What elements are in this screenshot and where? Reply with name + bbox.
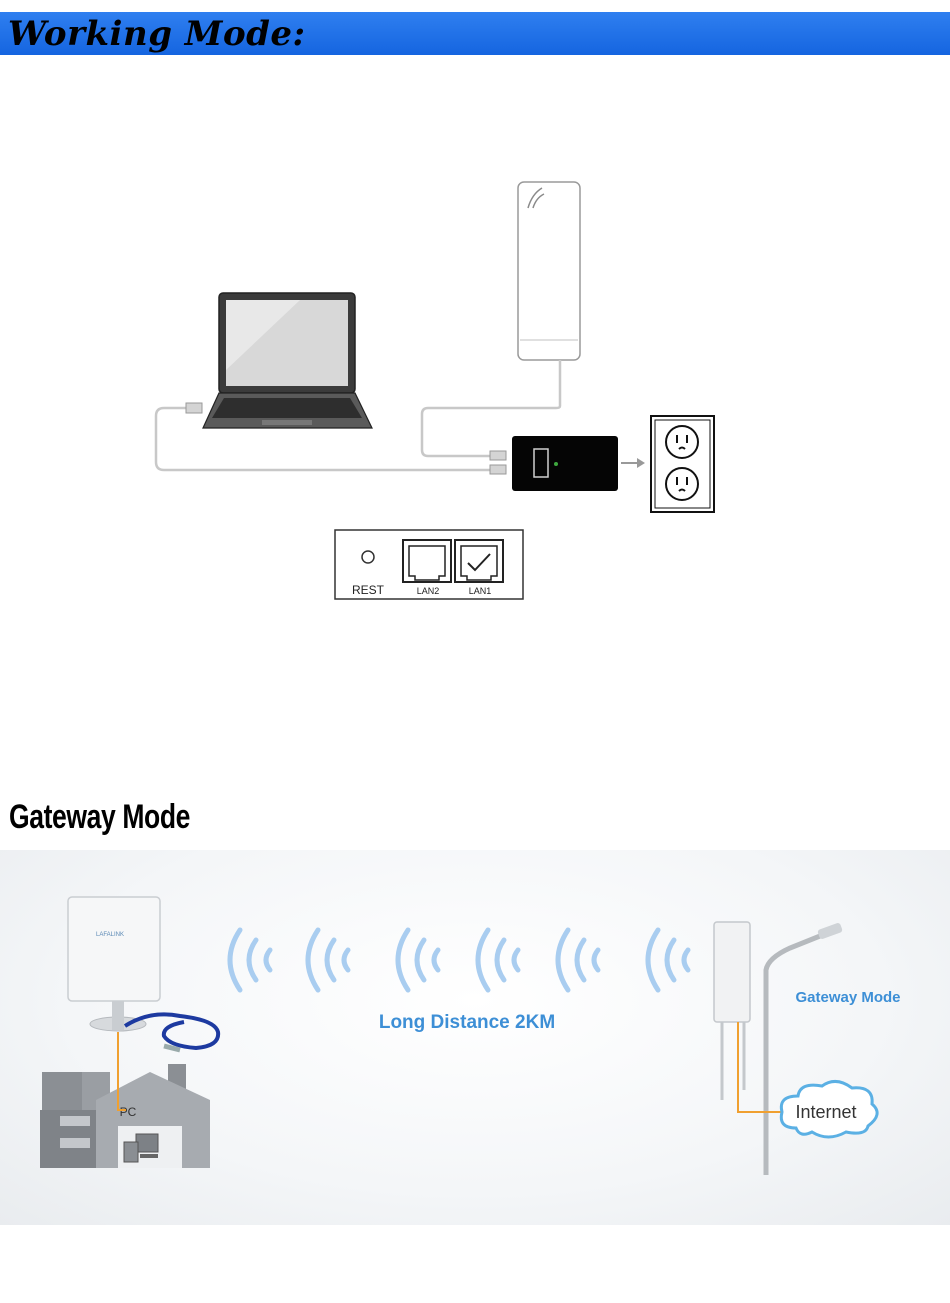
data-cable-left bbox=[117, 1032, 126, 1111]
lan2-port-icon bbox=[402, 539, 452, 583]
header-banner: Working Mode: bbox=[0, 12, 950, 55]
building-icon bbox=[40, 1064, 210, 1168]
gateway-section-title: Gateway Mode bbox=[9, 798, 191, 836]
reset-button-icon bbox=[361, 550, 375, 564]
device-brand-label: LAFALINK bbox=[96, 932, 124, 938]
reset-label: REST bbox=[352, 583, 385, 597]
gateway-diagram-panel: PC LAFALINK Long Distance 2KM bbox=[0, 850, 950, 1225]
cloud-icon bbox=[779, 1080, 879, 1139]
connection-diagram: REST LAN2 LAN1 bbox=[154, 181, 715, 600]
laptop-icon bbox=[202, 292, 373, 429]
ethernet-cables bbox=[154, 360, 562, 472]
lan1-label: LAN1 bbox=[469, 586, 492, 596]
street-pole-icon bbox=[763, 923, 843, 1175]
rj45-plug-icon bbox=[489, 464, 507, 475]
pc-icon bbox=[123, 1133, 159, 1163]
wifi-wave-icon bbox=[555, 927, 601, 993]
lan2-label: LAN2 bbox=[417, 586, 440, 596]
mode-label: Gateway Mode bbox=[795, 989, 900, 1006]
pc-label: PC bbox=[120, 1105, 137, 1119]
wifi-wave-icon bbox=[227, 927, 273, 993]
wifi-waves bbox=[227, 927, 691, 993]
usb-plug-icon bbox=[163, 1043, 181, 1053]
wifi-wave-icon bbox=[645, 927, 691, 993]
outdoor-cpe-icon bbox=[517, 181, 581, 361]
usb-cable bbox=[123, 1012, 221, 1051]
gateway-diagram: PC LAFALINK Long Distance 2KM bbox=[40, 896, 901, 1175]
bottom-spacer bbox=[0, 1225, 950, 1303]
wifi-wave-icon bbox=[305, 927, 351, 993]
internet-label: Internet bbox=[795, 1102, 856, 1122]
wifi-wave-icon bbox=[395, 927, 441, 993]
data-cable-right bbox=[737, 1022, 790, 1113]
rj45-plug-icon bbox=[489, 450, 507, 461]
device-port-panel: REST LAN2 LAN1 bbox=[334, 529, 524, 600]
outdoor-cpe-icon bbox=[713, 921, 751, 1100]
arrow-right-icon bbox=[621, 458, 645, 468]
rj45-plug-icon bbox=[185, 402, 203, 414]
page-title: Working Mode: bbox=[8, 14, 306, 54]
lan1-port-icon bbox=[454, 539, 504, 583]
wifi-wave-icon bbox=[475, 927, 521, 993]
panel-cpe-icon: LAFALINK bbox=[67, 896, 161, 1032]
poe-adapter-icon bbox=[512, 436, 618, 491]
distance-label: Long Distance 2KM bbox=[379, 1012, 555, 1033]
power-outlet-icon bbox=[650, 415, 715, 513]
